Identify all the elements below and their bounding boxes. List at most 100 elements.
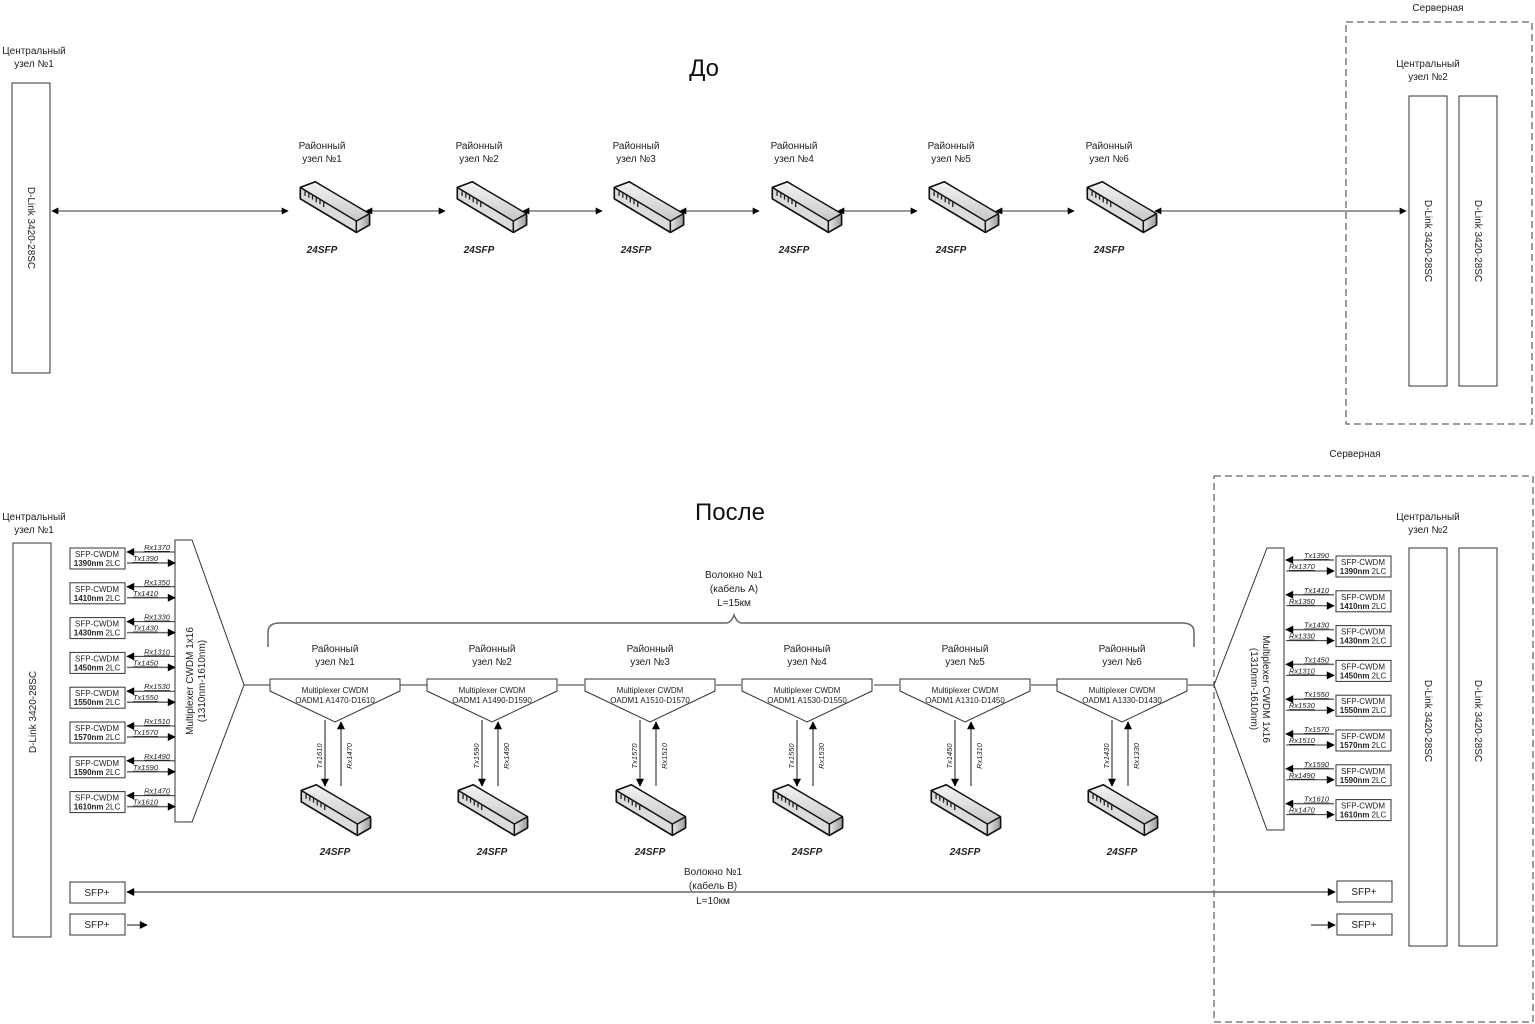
sfp-module-box — [69, 547, 126, 570]
central-node-number: узел №1 — [14, 59, 54, 70]
after-title: После — [695, 499, 765, 526]
sfp-module-name: SFP-CWDM — [1341, 628, 1385, 637]
sfp-plus-module[interactable] — [69, 881, 126, 904]
switch-24sfp-icon[interactable] — [613, 180, 685, 234]
switch-24sfp-icon[interactable] — [615, 783, 687, 837]
sfp-module-box — [69, 756, 126, 779]
sfp-plus-module[interactable] — [1336, 880, 1393, 903]
sfp-module-name: SFP-CWDM — [1341, 802, 1385, 811]
switch-model-label: 24SFP — [319, 847, 351, 858]
switch-24sfp-icon[interactable] — [930, 783, 1002, 837]
sfp-plus-module[interactable] — [1336, 913, 1393, 936]
oadm-shape[interactable] — [899, 678, 1031, 723]
server-room-boundary — [1345, 21, 1533, 425]
sfp-module-name: SFP-CWDM — [75, 794, 119, 803]
oadm-channels: OADM1 A1490-D1590 — [452, 696, 532, 705]
sfp-connector: 2LC — [106, 733, 121, 742]
switch-model-label: 24SFP — [476, 847, 508, 858]
sfp-wavelength: 1590nm — [1340, 776, 1370, 785]
district-node-label: Районный — [771, 141, 818, 152]
mux-shape — [1213, 547, 1285, 831]
switch-24sfp-icon[interactable] — [457, 783, 529, 837]
sfp-plus-label: SFP+ — [1351, 887, 1376, 898]
oadm-shape[interactable] — [269, 678, 401, 723]
rx-wavelength-label: Rx1490 — [502, 742, 511, 769]
dlink-switch-label: D-Link 3420-28SC — [1422, 200, 1433, 282]
sfp-module-name: SFP-CWDM — [75, 620, 119, 629]
sfp-plus-module[interactable] — [69, 913, 126, 936]
oadm-label: Multiplexer CWDM — [1089, 686, 1156, 695]
mux-1x16-right[interactable]: Multiplexer CWDM 1x16 (1310nm-1610nm) — [1213, 547, 1285, 831]
sfp-module-box — [1335, 764, 1392, 787]
oadm-label: Multiplexer CWDM — [932, 686, 999, 695]
dlink-switch-box[interactable] — [1408, 95, 1448, 387]
switch-24sfp-icon[interactable] — [771, 180, 843, 234]
sfp-connector: 2LC — [106, 663, 121, 672]
dlink-switch-box[interactable] — [11, 82, 51, 374]
switch-24sfp-icon[interactable] — [300, 783, 372, 837]
rx-wavelength-label: Rx1350 — [1289, 597, 1316, 606]
mux-range: (1310nm-1610nm) — [197, 640, 208, 722]
dlink-switch-box[interactable] — [1458, 547, 1498, 947]
switch-24sfp-icon[interactable] — [1086, 180, 1158, 234]
tx-wavelength-label: Tx1430 — [1102, 743, 1111, 769]
oadm-label: Multiplexer CWDM — [774, 686, 841, 695]
mux-1x16-left[interactable]: Multiplexer CWDM 1x16 (1310nm-1610nm) — [174, 539, 245, 823]
sfp-plus-label: SFP+ — [84, 888, 109, 899]
switch-24sfp-icon[interactable] — [772, 783, 844, 837]
oadm-shape[interactable] — [584, 678, 716, 723]
sfp-connector: 2LC — [106, 559, 121, 568]
district-node-label: Районный — [456, 141, 503, 152]
dlink-switch-box[interactable] — [1408, 547, 1448, 947]
district-node-label: Районный — [928, 141, 975, 152]
district-node-label: Районный — [627, 644, 674, 655]
switch-24sfp-icon[interactable] — [1087, 783, 1159, 837]
rx-wavelength-label: Rx1490 — [1289, 771, 1316, 780]
district-node-label: Районный — [299, 141, 346, 152]
switch-24sfp-icon[interactable] — [456, 180, 528, 234]
fiber-b-cable: (кабель В) — [689, 880, 737, 892]
dlink-switch-box[interactable] — [12, 542, 52, 938]
switch-24sfp-icon[interactable] — [928, 180, 1000, 234]
switch-24sfp-icon[interactable] — [299, 180, 371, 234]
oadm-shape[interactable] — [1056, 678, 1188, 723]
district-node-number: узел №2 — [472, 657, 512, 668]
district-node-number: узел №1 — [315, 657, 355, 668]
oadm-shape[interactable] — [426, 678, 558, 723]
central-node-1-after: Центральный узел №1 D-Link 3420-28SC — [2, 512, 66, 938]
district-node-label: Районный — [312, 644, 359, 655]
tx-wavelength-label: Tx1590 — [472, 743, 481, 769]
sfp-module-name: SFP-CWDM — [75, 550, 119, 559]
sfp-wavelength: 1450nm — [1340, 671, 1370, 680]
dlink-switch-box[interactable] — [1458, 95, 1498, 387]
oadm-shape[interactable] — [741, 678, 873, 723]
fiber-b-length: L=10км — [696, 896, 730, 907]
sfp-module-box — [69, 686, 126, 709]
sfp-module-box — [1335, 555, 1392, 578]
sfp-connector: 2LC — [106, 768, 121, 777]
